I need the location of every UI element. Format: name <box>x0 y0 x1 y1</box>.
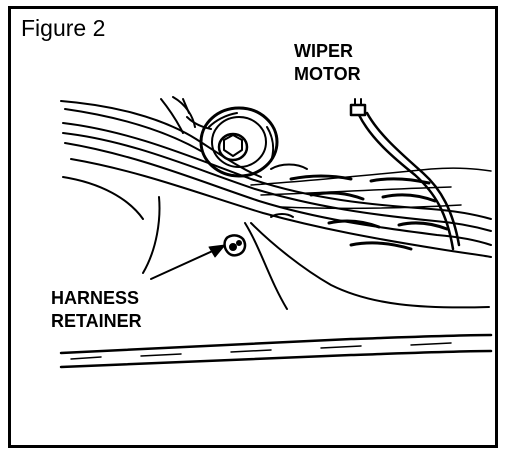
harness-retainer-label-line-2: RETAINER <box>51 310 142 331</box>
harness-retainer-clip <box>223 234 247 257</box>
wiper-harness-illustration <box>59 96 493 369</box>
harness-retainer-label-line-1: HARNESS <box>51 288 140 308</box>
harness-retainer-callout: HARNESS RETAINER <box>51 287 142 332</box>
wiper-motor-callout: WIPER MOTOR <box>294 40 361 85</box>
wiper-motor-label-line-2: MOTOR <box>294 63 361 84</box>
wiper-motor <box>199 106 279 178</box>
body-contours <box>62 176 490 310</box>
wiper-motor-wire <box>349 98 461 251</box>
harness-retainer-leader <box>150 244 226 280</box>
wiring-harness <box>62 122 492 258</box>
wiper-motor-label-line-1: WIPER <box>294 41 354 61</box>
lower-panel-edge <box>59 333 493 369</box>
figure-title: Figure 2 <box>21 15 106 41</box>
figure-frame: Figure 2 WIPER MOTOR HARNESS RETAINER <box>8 6 498 448</box>
